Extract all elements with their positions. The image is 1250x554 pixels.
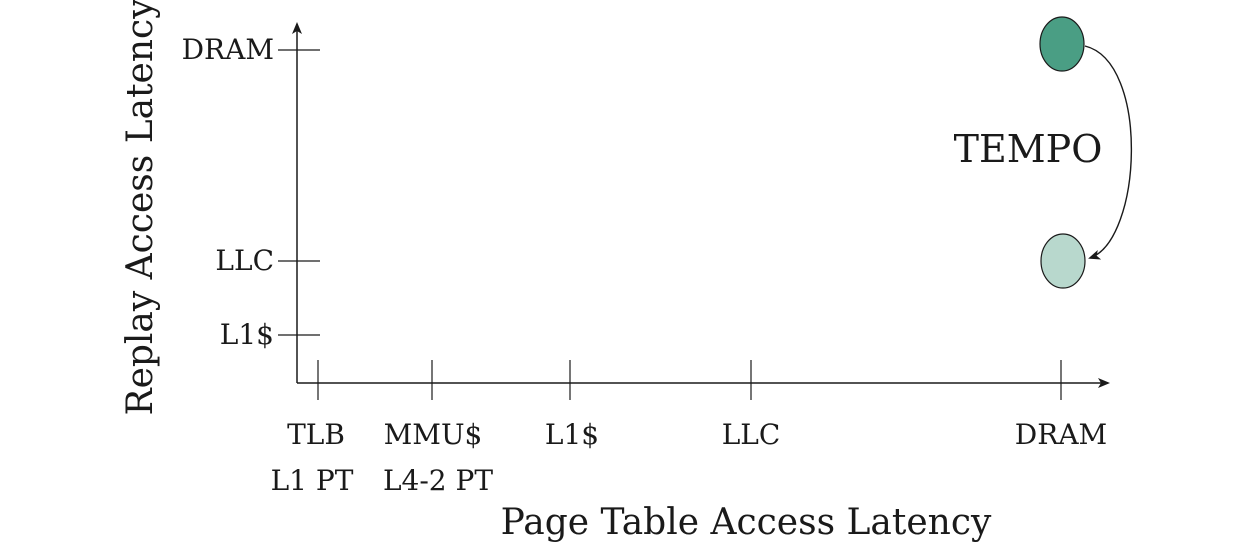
x-tick-label-l1: L1$ xyxy=(545,418,599,451)
y-tick-label-l1: L1$ xyxy=(220,318,274,351)
tempo-arrow xyxy=(1084,45,1133,260)
x-tick-label-tlb: TLB xyxy=(287,418,345,451)
dram-replay-node xyxy=(1039,16,1085,72)
x-tick-sublabel-l42pt: L4-2 PT xyxy=(383,464,493,497)
x-tick-label-dram: DRAM xyxy=(1015,418,1107,451)
x-axis-title: Page Table Access Latency xyxy=(501,502,992,543)
y-tick-label-dram: DRAM xyxy=(182,33,274,66)
llc-replay-node xyxy=(1040,233,1086,289)
y-axis-title: Replay Access Latency xyxy=(120,0,161,416)
y-tick-label-llc: LLC xyxy=(215,244,274,277)
tempo-label: TEMPO xyxy=(954,127,1103,171)
x-tick-label-llc: LLC xyxy=(722,418,781,451)
x-tick-label-mmu: MMU$ xyxy=(384,418,483,451)
x-tick-sublabel-l1pt: L1 PT xyxy=(271,464,354,497)
